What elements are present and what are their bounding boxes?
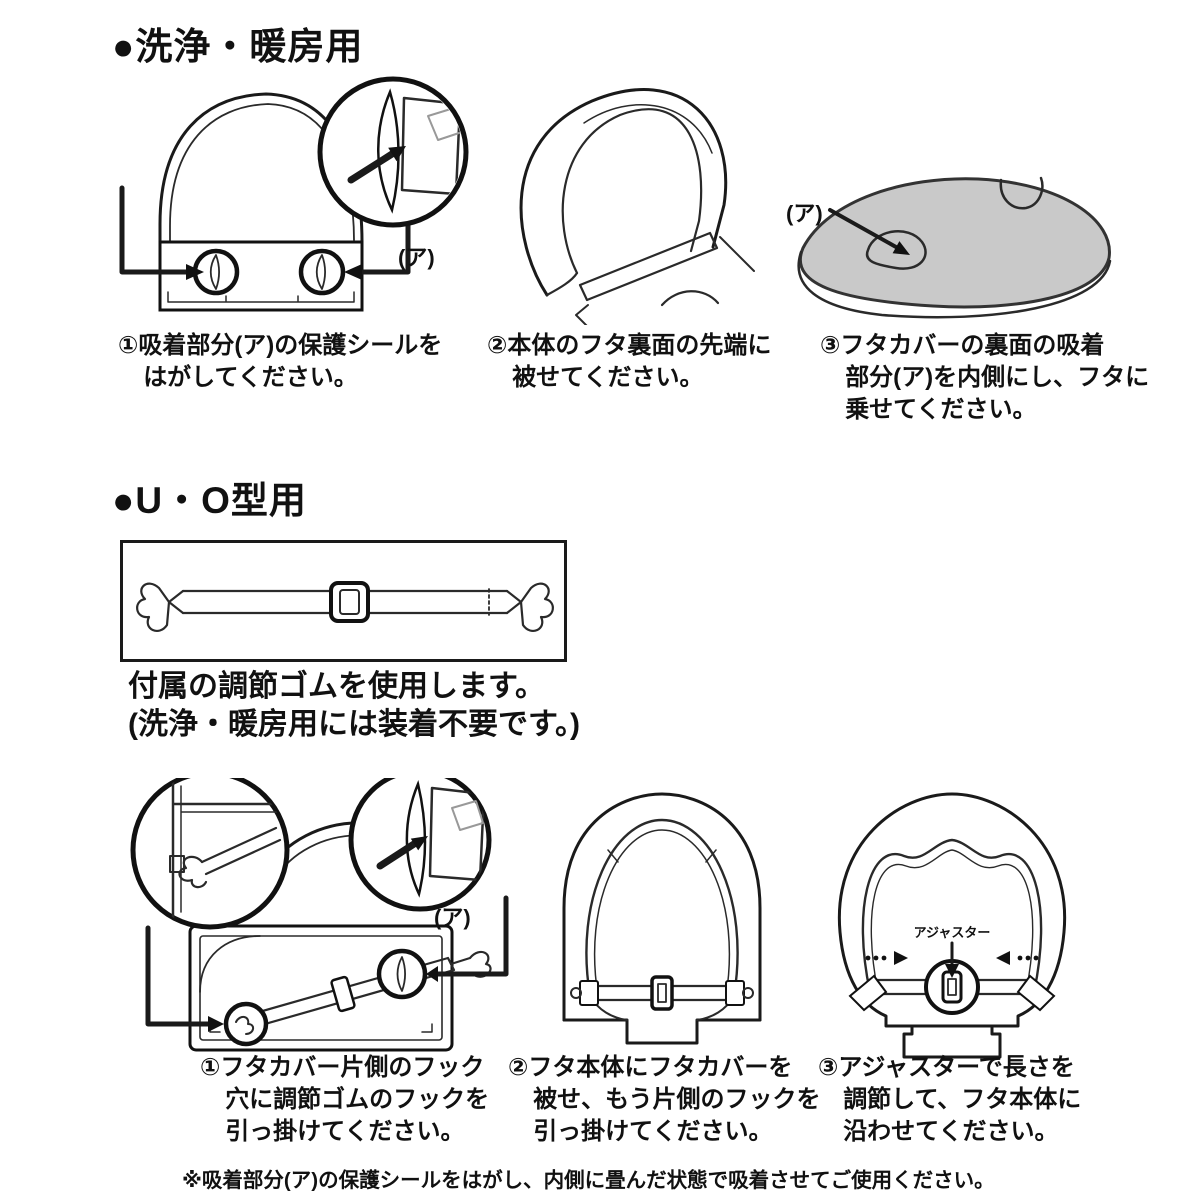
band-with-adjuster (848, 959, 1056, 1015)
pointer-arrow-right (344, 217, 411, 280)
washlet-step3-diagram (797, 176, 1112, 319)
washlet-step3-caption: ③フタカバーの裏面の吸着 部分(ア)を内側にし、フタに 乗せてください。 (820, 332, 1150, 424)
pointer-arrow-left (119, 185, 204, 280)
label-a-washlet-diagram1: (ア) (398, 245, 435, 270)
adjuster-label: アジャスター (913, 925, 991, 940)
suction-point-circle (376, 948, 428, 1000)
pointer-arrow-left (145, 925, 224, 1032)
magnifier-circle-hook (130, 778, 290, 930)
washlet-step2-caption: ②本体のフタ裏面の先端に 被せてください。 (487, 332, 772, 392)
uo-step3-caption: ③アジャスターで長さを 調節して、フタ本体に 沿わせてください。 (818, 1054, 1082, 1146)
band-hook-right (505, 582, 554, 632)
band-strap (181, 588, 509, 616)
pointer-arrow-right (426, 895, 509, 982)
dotted-arrow-left (865, 951, 908, 965)
gray-lid-drawing (797, 176, 1112, 319)
magnifier-circle-seal (317, 76, 469, 228)
band-hook-left (136, 582, 185, 632)
uo-step2-diagram (562, 792, 762, 1045)
uo-section-title: ●U・O型用 (112, 480, 307, 521)
dotted-arrow-right (996, 951, 1039, 965)
label-arrow (828, 208, 910, 255)
uo-step1-caption: ①フタカバー片側のフック 穴に調節ゴムのフックを 引っ掛けてください。 (200, 1054, 490, 1146)
cover-outline (585, 818, 739, 1021)
label-a-uo-diagram1: (ア) (434, 905, 471, 930)
washlet-section-title: ●洗浄・暖房用 (112, 26, 364, 67)
hook-point-circle (223, 1001, 269, 1047)
magnifier-circle-seal (348, 778, 492, 912)
band-across (570, 975, 754, 1011)
adjust-band-drawing (136, 581, 554, 632)
adjust-band-box (120, 540, 567, 662)
lid-outline (837, 792, 1067, 1059)
uo-step2-caption: ②フタ本体にフタカバーを 被せ、もう片側のフックを 引っ掛けてください。 (508, 1054, 821, 1146)
label-a-washlet-diagram3: (ア) (786, 201, 823, 226)
washlet-step1-caption: ①吸着部分(ア)の保護シールを はがしてください。 (118, 332, 443, 392)
washlet-step2-diagram (519, 88, 755, 325)
lid-outline (562, 792, 762, 1045)
band-buckle (329, 581, 370, 623)
suction-cup-right (298, 248, 346, 296)
cover-outline (861, 838, 1043, 994)
footer-note: ※吸着部分(ア)の保護シールをはがし、内側に畳んだ状態で吸着させてご使用ください… (182, 1169, 995, 1192)
cover-over-lid-drawing (519, 88, 755, 325)
band-note: 付属の調節ゴムを使用します。 (洗浄・暖房用には装着不要です。) (128, 670, 580, 741)
uo-step3-diagram (837, 792, 1067, 1059)
adjuster-pointer-arrow (945, 941, 959, 978)
washlet-step1-diagram (119, 76, 469, 312)
uo-step1-diagram (130, 778, 509, 1052)
